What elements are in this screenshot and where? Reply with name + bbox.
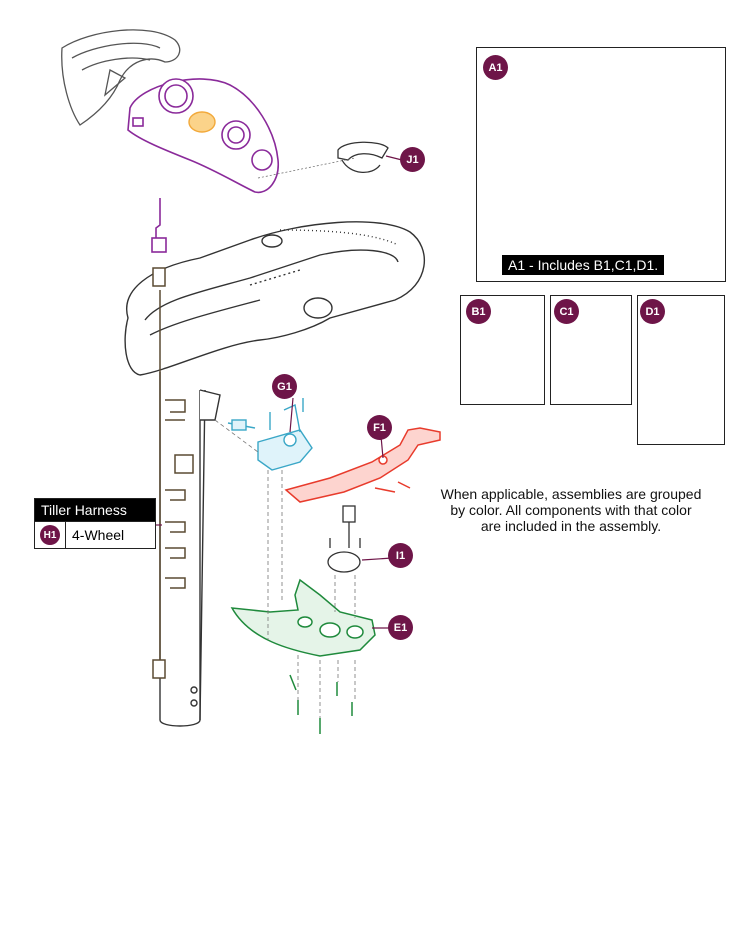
lever-assembly [284, 427, 441, 503]
note-line-3: are included in the assembly. [480, 518, 662, 534]
harness-table-title: Tiller Harness [35, 499, 155, 521]
callout-d1: D1 [640, 299, 665, 324]
inset-box-b1 [460, 295, 545, 405]
callout-j1: J1 [400, 147, 425, 172]
color-grouping-note: When applicable, assemblies are grouped … [416, 486, 726, 534]
tiller-tube [159, 372, 221, 727]
harness-variant: 4-Wheel [72, 527, 125, 543]
callout-a1: A1 [483, 55, 508, 80]
inset-box-a1 [476, 47, 726, 282]
callout-g1: G1 [272, 374, 297, 399]
harness-badge-cell: H1 [35, 522, 66, 548]
sensor-part [327, 505, 361, 573]
base-assembly [230, 578, 376, 734]
a1-caption: A1 - Includes B1,C1,D1. [502, 255, 665, 275]
callout-c1: C1 [554, 299, 579, 324]
note-line-1: When applicable, assemblies are grouped [440, 486, 702, 502]
harness-table-row: H1 4-Wheel [35, 521, 155, 548]
callout-f1: F1 [367, 415, 392, 440]
callout-e1: E1 [388, 615, 413, 640]
note-line-2: by color. All components with that color [450, 502, 692, 518]
bracket-assembly [227, 398, 313, 471]
callout-b1: B1 [466, 299, 491, 324]
alignment-lines [214, 419, 356, 718]
tiller-harness [152, 267, 194, 679]
handlebar [124, 221, 425, 376]
leader-lines [156, 155, 403, 629]
callout-i1: I1 [388, 543, 413, 568]
knob-inset [188, 111, 216, 133]
callout-h1: H1 [40, 525, 60, 545]
tiller-harness-table: Tiller Harness H1 4-Wheel [34, 498, 156, 549]
console-assembly [127, 78, 279, 253]
inset-box-c1 [550, 295, 632, 405]
top-cover [61, 29, 181, 126]
clip-part [337, 141, 389, 173]
